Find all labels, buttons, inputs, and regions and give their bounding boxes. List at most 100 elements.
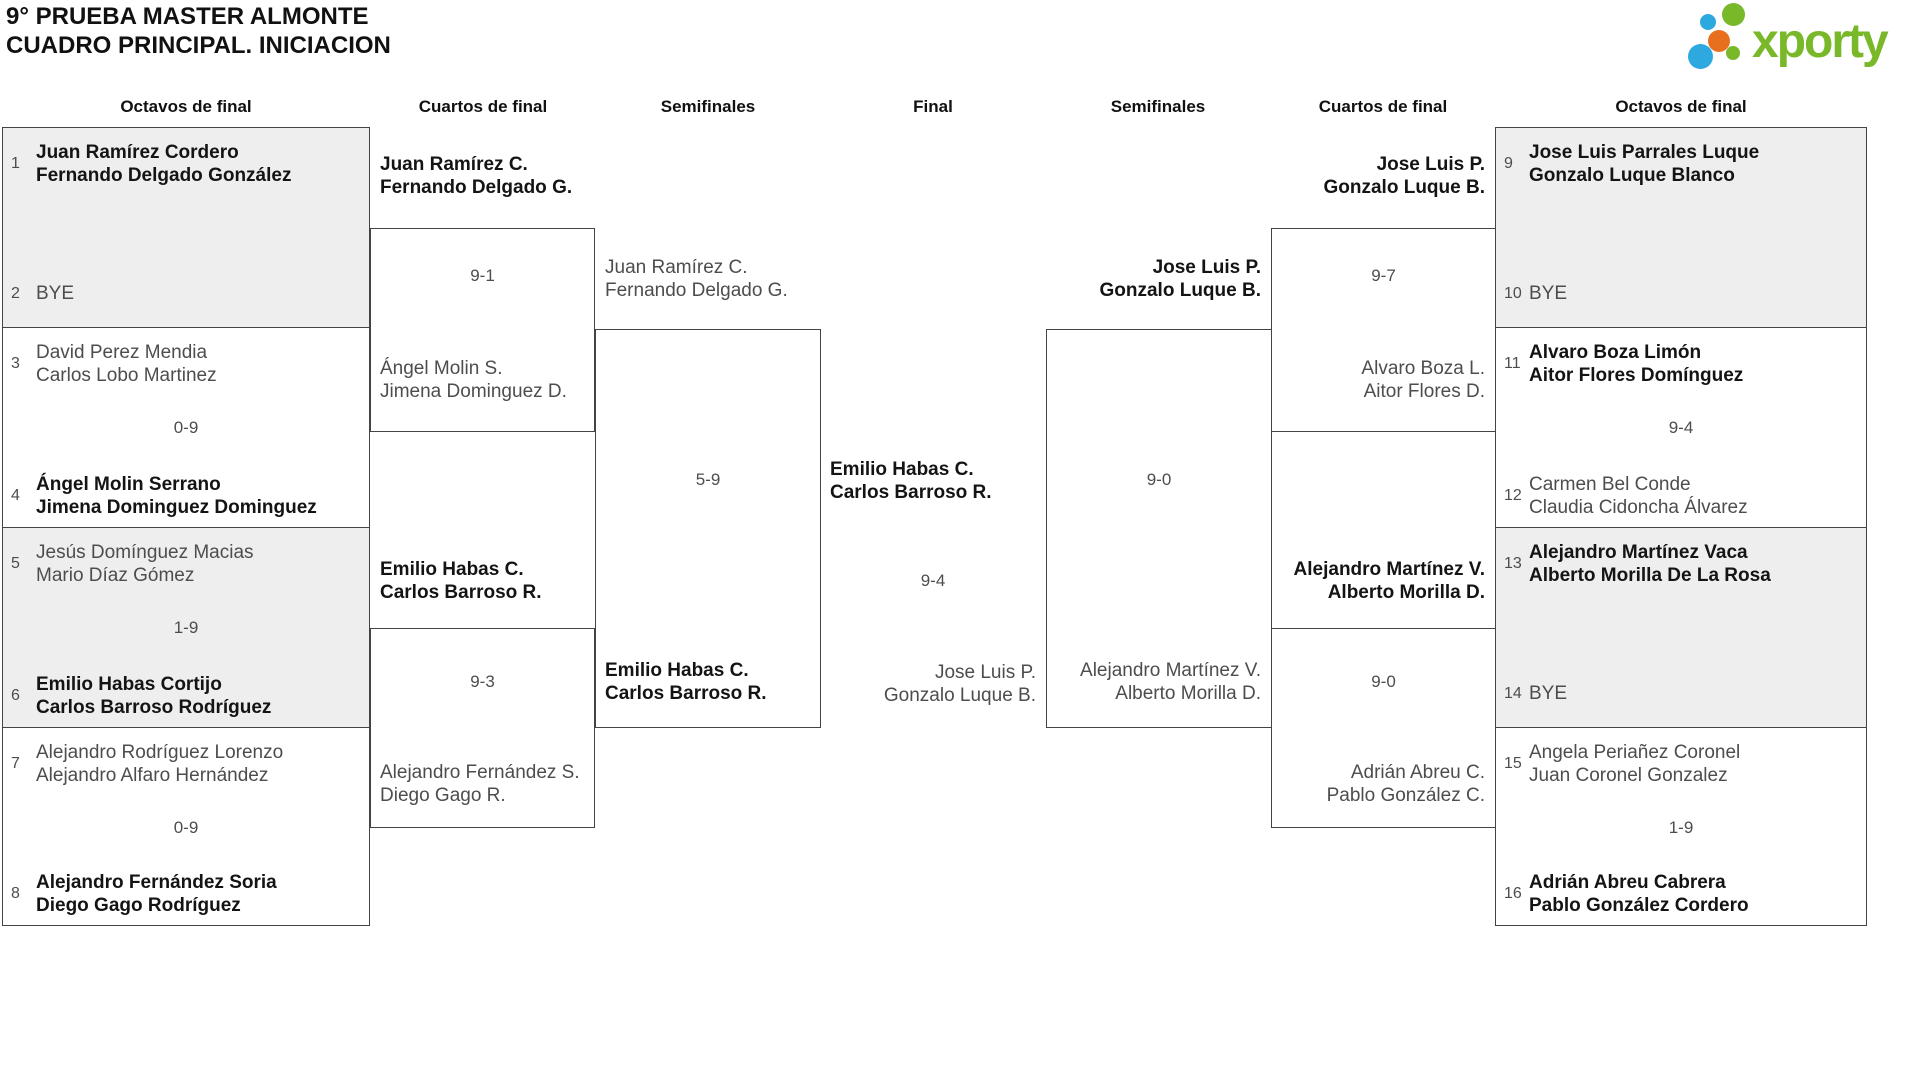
match-score: 1-9	[173, 618, 199, 637]
team-entry: Alvaro Boza L.Aitor Flores D.	[1361, 357, 1485, 403]
match-score: 9-0	[1146, 470, 1172, 489]
match-box-semifinal-right	[1046, 329, 1272, 728]
seed-number: 5	[11, 555, 20, 572]
player-name: Mario Díaz Gómez	[36, 565, 195, 586]
player-name: Carlos Barroso R.	[380, 582, 542, 603]
round-header-octavos-right: Octavos de final	[1615, 97, 1747, 116]
player-name: Juan Coronel Gonzalez	[1529, 765, 1728, 786]
player-name: Alejandro Martínez V.	[1080, 660, 1261, 681]
player-name: Aitor Flores D.	[1363, 381, 1485, 402]
player-name: Alvaro Boza Limón	[1529, 342, 1702, 363]
seed-number: 16	[1504, 885, 1522, 902]
player-name: Alberto Morilla D.	[1327, 582, 1485, 603]
player-name: Angela Periañez Coronel	[1529, 742, 1741, 763]
player-name: Emilio Habas C.	[605, 660, 749, 681]
round-header-cuartos-left: Cuartos de final	[418, 97, 548, 116]
player-name: Alejandro Martínez Vaca	[1529, 542, 1748, 563]
logo-dot-blue-small	[1700, 14, 1716, 30]
player-name: Aitor Flores Domínguez	[1529, 365, 1744, 386]
round-header-semis-right: Semifinales	[1110, 97, 1206, 116]
player-name: Juan Ramírez C.	[605, 257, 748, 278]
player-name: Carlos Barroso Rodríguez	[36, 697, 272, 718]
player-name: Adrián Abreu Cabrera	[1529, 872, 1726, 893]
player-name: Fernando Delgado González	[36, 165, 292, 186]
player-name: Carmen Bel Conde	[1529, 474, 1691, 495]
round-header-cuartos-right: Cuartos de final	[1318, 97, 1448, 116]
seed-number: 6	[11, 687, 20, 704]
player-name: David Perez Mendia	[36, 342, 208, 363]
player-name: Fernando Delgado G.	[380, 177, 573, 198]
player-name: Ángel Molin S.	[380, 358, 503, 379]
logo-wordmark: xporty	[1752, 15, 1889, 68]
player-name: Alberto Morilla De La Rosa	[1529, 565, 1771, 586]
seed-number: 2	[11, 284, 20, 302]
team-entry: Jose Luis P.Gonzalo Luque B.	[1100, 256, 1262, 302]
player-name: Juan Ramírez C.	[380, 154, 528, 175]
seed-number: 13	[1504, 555, 1522, 572]
logo-dot-orange	[1708, 30, 1730, 52]
match-score: 9-0	[1371, 672, 1396, 691]
xporty-logo: xporty	[1680, 0, 1920, 84]
player-name: Pablo González C.	[1326, 785, 1485, 806]
player-name: Emilio Habas C.	[830, 459, 974, 480]
seed-number: 9	[1504, 155, 1513, 172]
player-name: Jose Luis P.	[934, 662, 1036, 683]
logo-dot-green-small	[1726, 46, 1740, 60]
player-name: Alvaro Boza L.	[1361, 358, 1485, 379]
match-box-semifinal-left	[595, 329, 821, 728]
seed-number: 12	[1504, 487, 1522, 504]
player-name: Alejandro Fernández S.	[380, 762, 580, 783]
team-entry: Adrián Abreu C.Pablo González C.	[1327, 761, 1485, 807]
match-box-cuartos-right-1	[1271, 228, 1496, 432]
player-name: Gonzalo Luque B.	[1323, 177, 1486, 198]
team-entry: Alejandro Martínez V.Alberto Morilla D.	[1294, 558, 1485, 604]
player-name: BYE	[36, 283, 75, 304]
player-name: BYE	[1529, 283, 1568, 304]
player-name: Jose Luis P.	[1376, 154, 1485, 175]
team-entry: Jose Luis P.Gonzalo Luque B.	[1324, 153, 1486, 199]
player-name: Claudia Cidoncha Álvarez	[1529, 497, 1748, 518]
player-name: Alejandro Fernández Soria	[36, 872, 277, 893]
player-name: Ángel Molin Serrano	[36, 474, 221, 495]
player-name: Pablo González Cordero	[1529, 895, 1749, 916]
match-score: 9-4	[920, 571, 946, 590]
tournament-title: 9° PRUEBA MASTER ALMONTE CUADRO PRINCIPA…	[6, 3, 391, 59]
team-entry: Emilio Habas C.Carlos Barroso R.	[605, 659, 767, 705]
seed-number: 14	[1504, 684, 1522, 702]
player-name: Emilio Habas Cortijo	[36, 674, 222, 695]
logo-dot-blue-large	[1688, 44, 1713, 69]
team-entry: Emilio Habas C.Carlos Barroso R.	[830, 458, 992, 504]
seed-number: 11	[1504, 355, 1521, 372]
match-score: 5-9	[695, 470, 721, 489]
team-entry: 10 BYE	[1504, 282, 1862, 305]
team-entry: Alejandro Martínez V.Alberto Morilla D.	[1080, 659, 1261, 705]
player-name: Alejandro Martínez V.	[1293, 559, 1485, 580]
player-name: Juan Ramírez Cordero	[36, 142, 239, 163]
player-name: Jose Luis P.	[1152, 257, 1261, 278]
seed-number: 15	[1504, 755, 1522, 772]
player-name: Carlos Barroso R.	[830, 482, 992, 503]
player-name: Jimena Dominguez Dominguez	[36, 497, 317, 518]
match-box-cuartos-left-1	[370, 228, 595, 432]
team-entry: Emilio Habas C.Carlos Barroso R.	[380, 558, 542, 604]
player-name: Emilio Habas C.	[380, 559, 524, 580]
match-score: 9-1	[470, 266, 495, 285]
player-name: Diego Gago Rodríguez	[36, 895, 241, 916]
